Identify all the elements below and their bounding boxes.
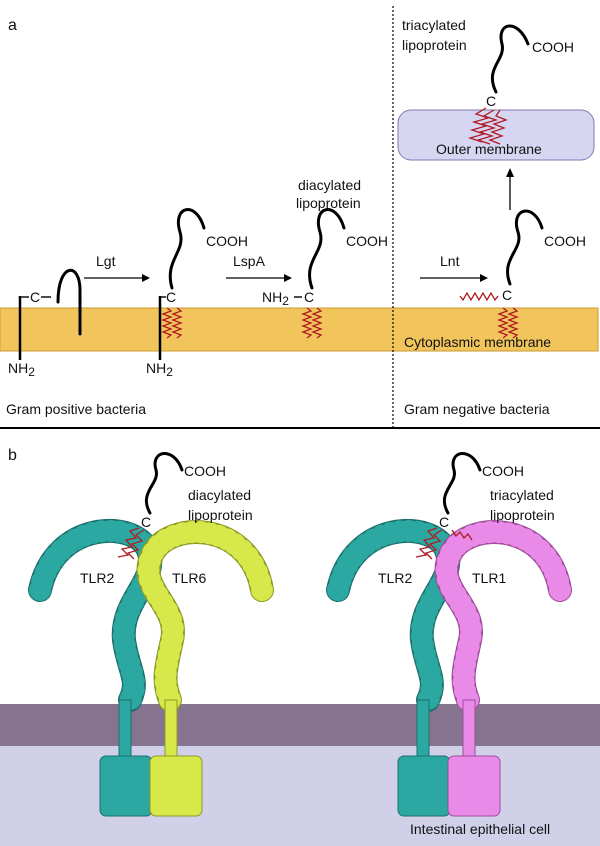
- tlr6-tir-domain: [149, 755, 203, 817]
- lgt-step: Lgt: [84, 253, 150, 282]
- cooh-label: COOH: [206, 233, 248, 249]
- gram-positive-label: Gram positive bacteria: [6, 401, 146, 417]
- protein-chain: [442, 452, 482, 515]
- tlr2-transmembrane: [118, 699, 132, 759]
- cooh-label: COOH: [532, 39, 574, 55]
- cytoplasmic-membrane-label: Cytoplasmic membrane: [404, 334, 551, 350]
- tlr2-label: TLR2: [80, 570, 114, 586]
- cysteine-label: C: [502, 287, 512, 303]
- acyl-chain: [424, 529, 443, 560]
- tlr2-transmembrane: [416, 699, 430, 759]
- outer-membrane: [397, 109, 595, 161]
- cooh-label: COOH: [346, 233, 388, 249]
- prolipoprotein: C NH2: [8, 269, 82, 379]
- lipoprotein-label: lipoprotein: [296, 195, 361, 211]
- lipoprotein-label: lipoprotein: [188, 507, 253, 523]
- lipoprotein-label: lipoprotein: [490, 507, 555, 523]
- tlr2-tir-domain: [397, 755, 451, 817]
- protein-chain: [144, 452, 184, 515]
- lnt-step: Lnt: [420, 253, 488, 282]
- cooh-label: COOH: [544, 233, 586, 249]
- diacylated-lipoprotein-stage: diacylated lipoprotein NH2 C COOH: [262, 177, 388, 339]
- triacylated-lipoprotein-ligand: C COOH triacylated lipoprotein: [415, 452, 555, 560]
- diacylated-label: diacylated: [188, 487, 251, 503]
- tlr2-label: TLR2: [378, 570, 412, 586]
- nh2-label: NH2: [262, 289, 289, 308]
- cysteine-label: C: [141, 514, 151, 530]
- cooh-label: COOH: [482, 463, 524, 479]
- acyl-chain: [451, 529, 473, 541]
- tlr2-tlr1-complex: TLR2 TLR1 C COOH triacylated lipoprotein: [326, 452, 572, 817]
- cysteine-label: C: [30, 289, 40, 305]
- cytoplasmic-membrane: [0, 307, 599, 352]
- acyl-chain: [415, 527, 438, 558]
- tlr1-tir-domain: [447, 755, 501, 817]
- cell-membrane: [0, 704, 600, 746]
- gram-negative-label: Gram negative bacteria: [404, 401, 550, 417]
- tlr1-transmembrane: [462, 699, 476, 759]
- tlr1-receptor: [434, 520, 572, 817]
- tlr6-label: TLR6: [172, 570, 206, 586]
- outer-membrane-label: Outer membrane: [436, 141, 542, 157]
- panel-b: b Intestinal epithelial cell TLR2 TLR6: [0, 447, 600, 846]
- protein-chain: [506, 209, 544, 286]
- protein-chain: [490, 24, 530, 94]
- acyl-chain: [117, 527, 140, 558]
- tlr1-label: TLR1: [472, 570, 506, 586]
- diacylated-lipoprotein-ligand: diacylated C COOH diacylated lipoprotein: [117, 452, 253, 560]
- triacylated-lipoprotein-outer: triacylated lipoprotein C COOH: [402, 17, 574, 145]
- panel-a: a Cytoplasmic membrane Gram positive bac…: [0, 6, 600, 429]
- cysteine-label: C: [486, 93, 496, 109]
- panel-b-letter: b: [8, 447, 17, 464]
- triacylated-label: triacylated: [402, 17, 466, 33]
- panel-a-letter: a: [8, 17, 17, 34]
- diacylglyceryl-prolipoprotein: C COOH NH2: [146, 208, 248, 379]
- tlr6-receptor: [136, 520, 274, 817]
- acyl-chain: [488, 109, 508, 145]
- cysteine-label: C: [439, 514, 449, 530]
- lspa-step: LspA: [226, 253, 292, 282]
- tlr2-tlr6-complex: TLR2 TLR6 diacylated C COOH diacylated l…: [28, 452, 274, 817]
- lgt-label: Lgt: [96, 253, 116, 269]
- cell-label: Intestinal epithelial cell: [410, 821, 550, 837]
- nh2-label: NH2: [146, 360, 173, 379]
- cysteine-label: C: [304, 289, 314, 305]
- diacylated-label: diacylated: [298, 177, 361, 193]
- acyl-chain: [475, 109, 499, 145]
- tlr2-tir-domain: [99, 755, 153, 817]
- acyl-chain: [459, 291, 499, 302]
- cysteine-label: C: [166, 289, 176, 305]
- acyl-chain: [126, 529, 145, 560]
- transport-arrow: [506, 168, 514, 210]
- lipoprotein-label: lipoprotein: [402, 37, 467, 53]
- triacylated-lipoprotein-inner: C COOH: [459, 209, 586, 339]
- cooh-label: COOH: [184, 463, 226, 479]
- tlr6-transmembrane: [164, 699, 178, 759]
- signal-peptide-loop: [56, 269, 82, 336]
- lnt-label: Lnt: [440, 253, 460, 269]
- lspa-label: LspA: [233, 253, 266, 269]
- protein-chain: [168, 208, 206, 290]
- protein-chain: [308, 208, 346, 290]
- nh2-label: NH2: [8, 360, 35, 379]
- triacylated-label: triacylated: [490, 487, 554, 503]
